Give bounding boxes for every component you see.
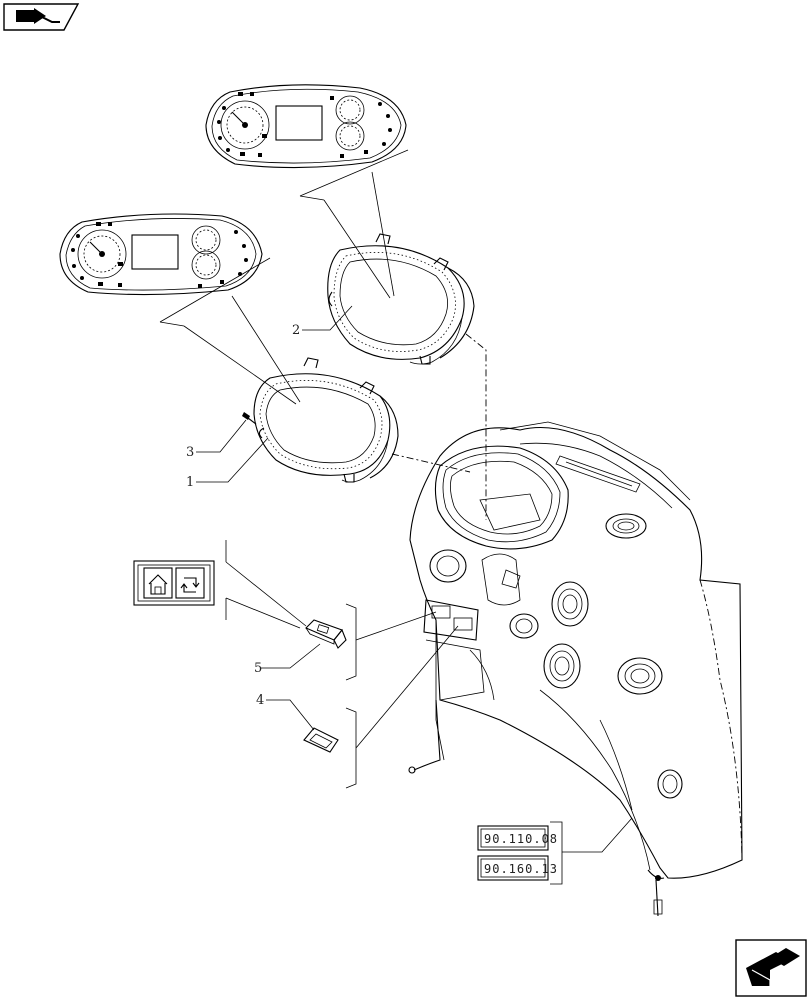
air-vent-4	[543, 643, 581, 689]
instrument-cluster-housing-1	[253, 357, 399, 483]
recirculation-arrows-icon	[180, 577, 200, 593]
section-nav-arrow-icon	[16, 8, 60, 24]
air-vent-5	[617, 657, 663, 695]
air-vent-1	[605, 513, 647, 539]
callout-4: 4	[256, 693, 264, 708]
air-vent-2	[429, 549, 467, 583]
reference-box-1[interactable]: 90.110.08	[477, 825, 558, 851]
screw-part-3	[242, 412, 257, 425]
next-page-button[interactable]	[735, 939, 807, 997]
reference-label-2: 90.160.13	[484, 862, 558, 876]
reference-links: 90.110.08 90.160.13	[477, 817, 633, 885]
instrument-cluster-face-lower	[59, 213, 263, 296]
leader-lines	[159, 149, 409, 483]
callout-5: 5	[254, 661, 262, 676]
home-house-icon	[148, 574, 168, 595]
air-vent-6	[657, 769, 683, 799]
console-knob	[509, 613, 539, 639]
reference-box-2[interactable]: 90.160.13	[477, 855, 558, 881]
air-vent-3	[551, 581, 589, 627]
callout-3: 3	[186, 445, 194, 460]
instrument-cluster-face-upper	[205, 84, 407, 169]
callout-labels: 2 3 1 5 4	[186, 323, 300, 708]
switch-leaders	[225, 540, 459, 789]
instrument-cluster-housing-2	[327, 233, 475, 365]
dashboard-console	[408, 421, 743, 917]
callout-1: 1	[186, 475, 194, 490]
switch-part-5	[305, 619, 347, 649]
section-nav-button[interactable]	[3, 3, 80, 31]
switch-part-4	[303, 727, 339, 753]
switch-legend-panel	[133, 560, 215, 606]
next-page-arrow-icon	[746, 948, 800, 988]
callout-2: 2	[292, 323, 300, 338]
projection-lines	[391, 333, 487, 520]
reference-label-1: 90.110.08	[484, 832, 558, 846]
